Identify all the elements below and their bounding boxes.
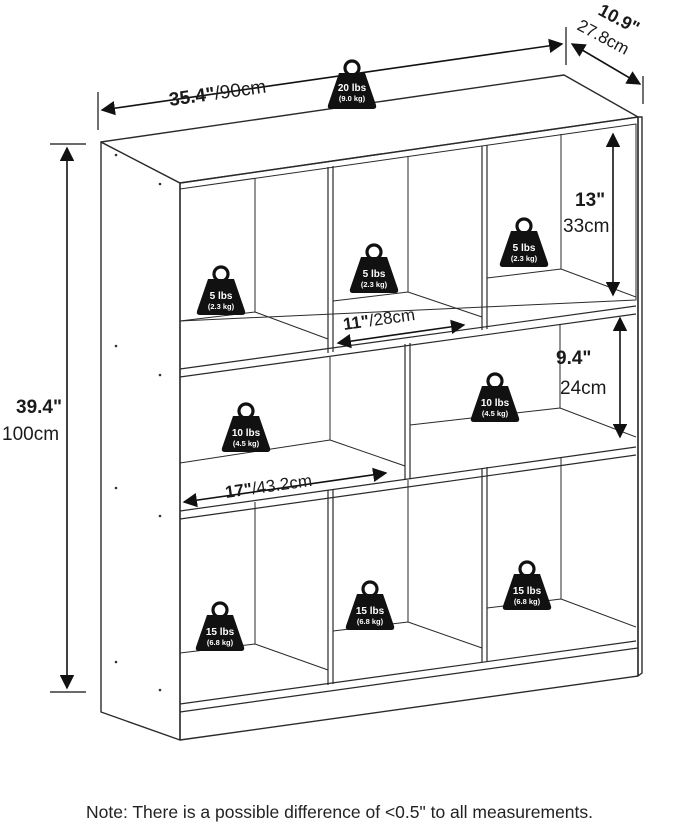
width-arrow <box>100 38 564 116</box>
weight-icon-top-left: 5 lbs (2.3 kg) <box>195 265 247 317</box>
front-frame <box>179 116 639 741</box>
width-inches: 35.4" <box>168 84 216 111</box>
svg-text:5 lbs: 5 lbs <box>210 291 233 302</box>
weight-icon-top-right: 5 lbs (2.3 kg) <box>498 217 550 269</box>
weight-icons: 20 lbs (9.0 kg) 5 lbs (2.3 kg) 5 lbs (2.… <box>194 59 553 653</box>
cube-width-arrow <box>336 319 466 349</box>
dimension-labels: 35.4"/90cm 10.9" 27.8cm 39.4" 100cm 13" … <box>2 0 643 502</box>
height-cm: 100cm <box>2 424 59 445</box>
wide-cube-inches: 17" <box>224 479 253 502</box>
svg-text:15 lbs: 15 lbs <box>206 627 235 638</box>
weight-icon-bottom-left: 15 lbs (6.8 kg) <box>194 601 246 653</box>
left-side-panel <box>100 141 181 741</box>
cube-width-inches: 11" <box>342 312 370 334</box>
mid-shelf-inches: 9.4" <box>556 348 591 369</box>
weight-icon-bottom-right: 15 lbs (6.8 kg) <box>501 560 553 612</box>
cube-width-cm: /28cm <box>368 305 416 330</box>
depth-arrow <box>570 43 642 85</box>
mid-shelf-cm: 24cm <box>560 378 606 399</box>
weight-icon-middle-left: 10 lbs (4.5 kg) <box>220 402 272 454</box>
height-inches: 39.4" <box>16 397 62 418</box>
svg-text:10 lbs: 10 lbs <box>232 428 261 439</box>
svg-text:20 lbs: 20 lbs <box>338 83 367 94</box>
svg-text:15 lbs: 15 lbs <box>513 586 542 597</box>
weight-icon-top-middle: 5 lbs (2.3 kg) <box>348 243 400 295</box>
svg-text:(6.8 kg): (6.8 kg) <box>357 617 384 626</box>
top-shelf-cm: 33cm <box>563 216 609 237</box>
svg-text:(2.3 kg): (2.3 kg) <box>208 302 235 311</box>
width-cm: /90cm <box>213 77 267 105</box>
bookshelf <box>100 74 643 741</box>
dimension-lines <box>50 27 644 693</box>
svg-text:(9.0 kg): (9.0 kg) <box>339 94 366 103</box>
base-plate <box>179 640 639 713</box>
svg-text:35.4"/90cm: 35.4"/90cm <box>168 77 268 111</box>
svg-text:5 lbs: 5 lbs <box>513 243 536 254</box>
svg-text:(2.3 kg): (2.3 kg) <box>511 254 538 263</box>
weight-icon-top: 20 lbs (9.0 kg) <box>326 59 378 111</box>
svg-text:15 lbs: 15 lbs <box>356 606 385 617</box>
svg-text:11"/28cm: 11"/28cm <box>342 305 416 334</box>
svg-text:10 lbs: 10 lbs <box>481 398 510 409</box>
svg-text:(4.5 kg): (4.5 kg) <box>233 439 260 448</box>
top-shelf-inches: 13" <box>575 190 605 211</box>
weight-icon-middle-right: 10 lbs (4.5 kg) <box>469 372 521 424</box>
svg-text:(4.5 kg): (4.5 kg) <box>482 409 509 418</box>
measurement-note: Note: There is a possible difference of … <box>85 802 594 822</box>
svg-text:(2.3 kg): (2.3 kg) <box>361 280 388 289</box>
svg-text:17"/43.2cm: 17"/43.2cm <box>224 471 313 502</box>
wide-cube-arrow <box>182 467 388 508</box>
svg-text:(6.8 kg): (6.8 kg) <box>514 597 541 606</box>
svg-text:(6.8 kg): (6.8 kg) <box>207 638 234 647</box>
weight-icon-bottom-middle: 15 lbs (6.8 kg) <box>344 580 396 632</box>
svg-text:5 lbs: 5 lbs <box>363 269 386 280</box>
